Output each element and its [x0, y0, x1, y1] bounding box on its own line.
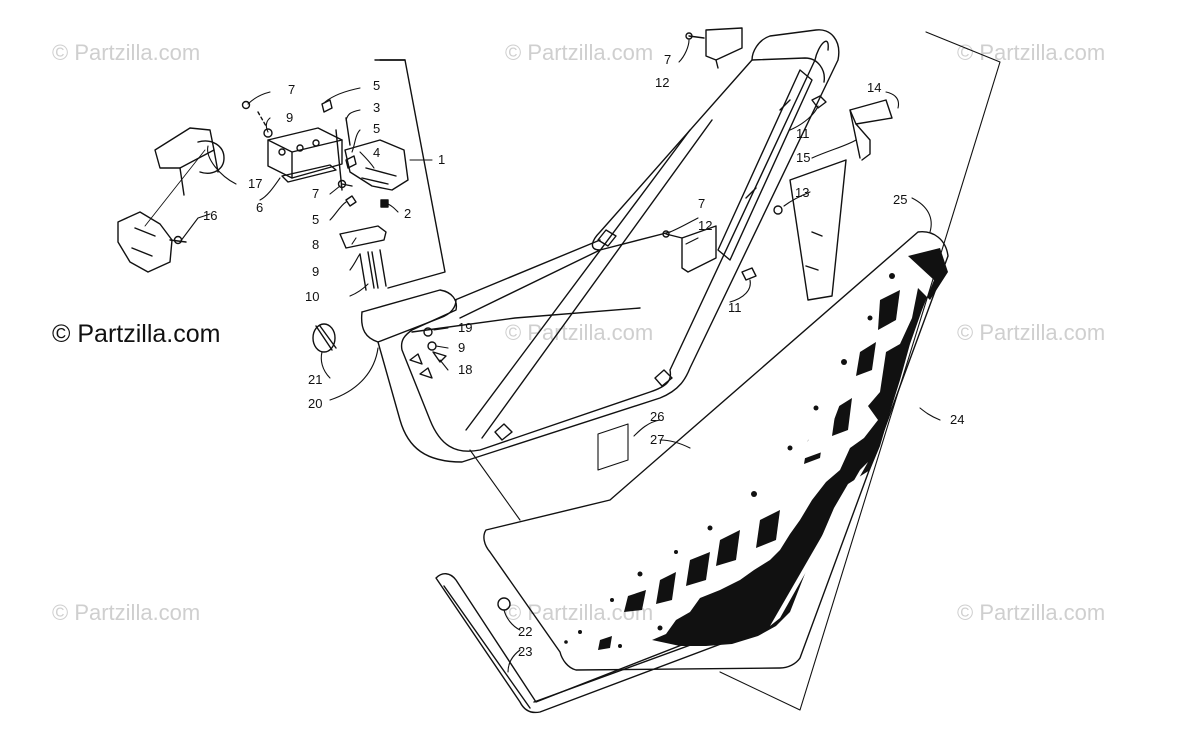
- callout-16: 16: [203, 208, 217, 223]
- callout-21: 21: [308, 372, 322, 387]
- watermark: © Partzilla.com: [957, 40, 1106, 65]
- assembly-bracket-line: [374, 59, 446, 289]
- callout-17: 17: [248, 176, 262, 191]
- mount-plate-part: [154, 127, 225, 196]
- leader-lines: [179, 39, 941, 673]
- callout-3: 3: [373, 100, 380, 115]
- latch-mechanism-part: [335, 129, 409, 208]
- watermark: © Partzilla.com: [52, 40, 201, 65]
- callout-18: 18: [458, 362, 472, 377]
- callout-7: 7: [698, 196, 705, 211]
- callout-15: 15: [796, 150, 810, 165]
- washer-9: [427, 341, 437, 351]
- watermark: © Partzilla.com: [957, 600, 1106, 625]
- decal-patch: [597, 423, 629, 471]
- callout-2: 2: [404, 206, 411, 221]
- lower-bracket-part: [117, 149, 206, 273]
- callout-10: 10: [305, 289, 319, 304]
- callout-7: 7: [664, 52, 671, 67]
- callout-12: 12: [698, 218, 712, 233]
- brand-logo: © Partzilla.com: [52, 320, 221, 348]
- watermark: © Partzilla.com: [505, 320, 654, 345]
- callout-7: 7: [312, 186, 319, 201]
- callout-8: 8: [312, 237, 319, 252]
- hardware-fasteners: [241, 99, 387, 291]
- callout-12: 12: [655, 75, 669, 90]
- latch-housing-part: [267, 127, 343, 183]
- callout-9: 9: [312, 264, 319, 279]
- callout-6: 6: [256, 200, 263, 215]
- callout-5: 5: [312, 212, 319, 227]
- callout-25: 25: [893, 192, 907, 207]
- callout-4: 4: [373, 145, 380, 160]
- decal-graphic: [564, 248, 948, 650]
- bolt-19: [423, 327, 433, 337]
- callout-14: 14: [867, 80, 881, 95]
- callout-24: 24: [950, 412, 964, 427]
- callout-26: 26: [650, 409, 664, 424]
- nut-18: [432, 351, 447, 363]
- callout-19: 19: [458, 320, 472, 335]
- decal-stripe: [770, 404, 868, 626]
- nut-11: [811, 95, 827, 109]
- mid-hinge-bracket: [662, 225, 717, 273]
- hinge-strip-part: [773, 99, 893, 301]
- end-grip-part: [312, 323, 337, 353]
- callout-11: 11: [728, 300, 742, 315]
- callout-1: 1: [438, 152, 445, 167]
- watermark: © Partzilla.com: [957, 320, 1106, 345]
- callout-13: 13: [795, 185, 809, 200]
- callout-20: 20: [308, 396, 322, 411]
- callout-9: 9: [286, 110, 293, 125]
- door-frame-tube: [360, 29, 840, 463]
- callout-22: 22: [518, 624, 532, 639]
- nut-11: [741, 267, 757, 281]
- callout-9: 9: [458, 340, 465, 355]
- door-panel: [483, 231, 949, 671]
- watermark: © Partzilla.com: [505, 40, 654, 65]
- callout-5: 5: [373, 121, 380, 136]
- grommet-22: [497, 597, 511, 611]
- callout-5: 5: [373, 78, 380, 93]
- callout-27: 27: [650, 432, 664, 447]
- watermark: © Partzilla.com: [52, 600, 201, 625]
- callout-labels: 1 2 3 4 5 5 5 6 7 7 7 7 8 9 9 9 10 11 11…: [203, 52, 964, 659]
- upper-hinge-bracket: [685, 27, 743, 69]
- callout-11: 11: [796, 126, 810, 141]
- callout-7: 7: [288, 82, 295, 97]
- callout-23: 23: [518, 644, 532, 659]
